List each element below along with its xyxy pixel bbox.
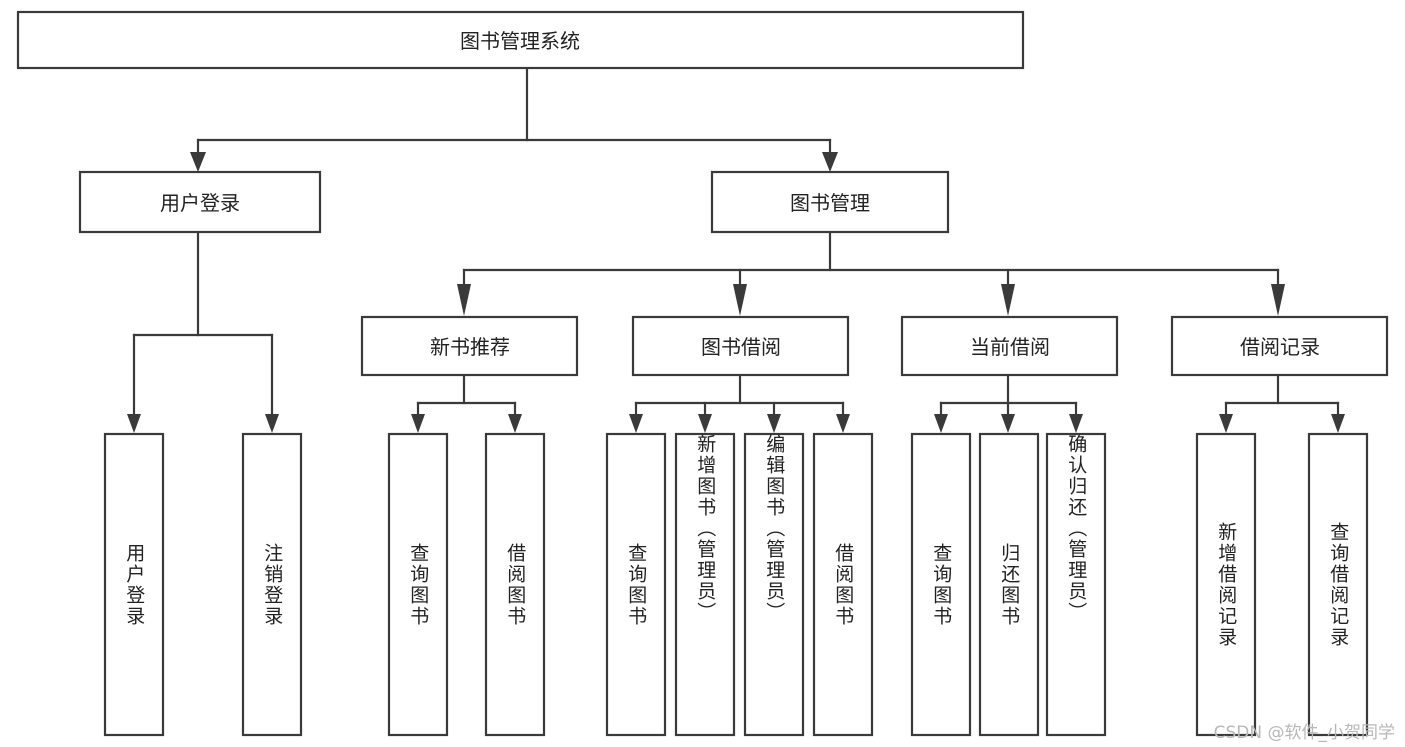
leaf-currentborrow-return-book[interactable]: 归还图书 — [980, 434, 1038, 735]
arrowhead-currentborrow-leaf-2 — [1001, 414, 1015, 433]
leaf-box-user-login[interactable] — [103, 432, 165, 737]
arrowhead-book-mgmt — [822, 152, 838, 172]
leaf-borrowrecord-add-record[interactable]: 新增借阅记录 — [1197, 434, 1255, 735]
leaf-box-currentborrow-return[interactable] — [978, 432, 1040, 737]
leaf-box-currentborrow-query[interactable] — [910, 432, 972, 737]
leaf-newbook-query-book-label: 查询图书 — [407, 542, 430, 627]
leaf-currentborrow-return-book-label: 归还图书 — [998, 542, 1021, 627]
arrowhead-borrowrecord-leaf-1 — [1219, 414, 1233, 433]
node-new-book-recommend-box[interactable] — [360, 315, 579, 377]
boxes-group: 图书管理系统 用户登录 图书管理 新书推荐 图书借阅 当前借阅 借阅记录 — [16, 10, 1389, 737]
node-book-borrow-label: 图书借阅 — [701, 335, 781, 359]
leaf-logout-label: 注销登录 — [261, 542, 284, 627]
node-current-borrow-box[interactable] — [900, 315, 1119, 377]
leaf-box-bookborrow-edit[interactable] — [743, 432, 805, 737]
arrowhead-current-borrow — [1001, 284, 1015, 316]
leaf-bookborrow-lend-book[interactable]: 借阅图书 — [814, 434, 872, 735]
leaf-bookborrow-query-book[interactable]: 查询图书 — [607, 434, 665, 735]
leaf-newbook-query-book[interactable]: 查询图书 — [389, 434, 447, 735]
leaf-box-borrowrecord-query[interactable] — [1307, 432, 1369, 737]
arrowhead-bookborrow-leaf-1 — [629, 414, 643, 433]
leaf-bookborrow-add-book-label: 新增图书（管理员） — [694, 434, 717, 623]
node-borrow-record-label: 借阅记录 — [1240, 335, 1320, 359]
arrowhead-leaf-user-login — [127, 414, 141, 433]
arrowhead-currentborrow-leaf-3 — [1069, 414, 1083, 433]
leaf-bookborrow-edit-book[interactable]: 编辑图书（管理员） — [745, 434, 803, 735]
leaf-newbook-borrow-book[interactable]: 借阅图书 — [486, 434, 544, 735]
leaf-box-newbook-borrow[interactable] — [484, 432, 546, 737]
node-book-management-box[interactable] — [710, 170, 950, 234]
leaf-box-logout[interactable] — [241, 432, 303, 737]
leaf-borrowrecord-query-record[interactable]: 查询借阅记录 — [1309, 434, 1367, 735]
leaf-box-bookborrow-query[interactable] — [605, 432, 667, 737]
leaf-box-bookborrow-add[interactable] — [674, 432, 736, 737]
node-current-borrow-label: 当前借阅 — [970, 335, 1050, 359]
leaf-bookborrow-lend-book-label: 借阅图书 — [832, 542, 855, 627]
leaf-box-bookborrow-lend[interactable] — [812, 432, 874, 737]
leaf-currentborrow-confirm-return[interactable]: 确认归还（管理员） — [1047, 434, 1105, 735]
leaf-bookborrow-add-book[interactable]: 新增图书（管理员） — [676, 434, 734, 735]
leaf-currentborrow-query-book-label: 查询图书 — [930, 542, 953, 627]
leaf-currentborrow-query-book[interactable]: 查询图书 — [912, 434, 970, 735]
node-new-book-recommend-label: 新书推荐 — [430, 335, 510, 359]
arrowhead-borrow-record — [1271, 284, 1285, 316]
node-root-box[interactable] — [16, 10, 1025, 70]
arrowhead-bookborrow-leaf-4 — [836, 414, 850, 433]
arrowhead-new-book-recommend — [457, 284, 471, 316]
leaf-bookborrow-edit-book-label: 编辑图书（管理员） — [763, 434, 786, 623]
connectors-group — [127, 66, 1345, 433]
node-book-management-label: 图书管理 — [790, 191, 870, 215]
leaf-logout[interactable]: 注销登录 — [243, 434, 301, 735]
leaf-bookborrow-query-book-label: 查询图书 — [625, 542, 648, 627]
leaf-borrowrecord-add-record-label: 新增借阅记录 — [1215, 521, 1238, 648]
arrowhead-newbook-leaf-2 — [508, 414, 522, 433]
arrowhead-bookborrow-leaf-2 — [698, 414, 712, 433]
node-user-login-label: 用户登录 — [160, 191, 240, 215]
leaf-box-borrowrecord-add[interactable] — [1195, 432, 1257, 737]
leaf-user-login[interactable]: 用户登录 — [105, 434, 163, 735]
leaf-user-login-label: 用户登录 — [123, 542, 146, 627]
node-borrow-record-box[interactable] — [1170, 315, 1389, 377]
arrowhead-borrowrecord-leaf-2 — [1331, 414, 1345, 433]
node-user-login-box[interactable] — [78, 170, 322, 234]
arrowhead-book-borrow — [733, 284, 747, 316]
arrowhead-leaf-logout — [265, 414, 279, 433]
leaf-box-newbook-query[interactable] — [387, 432, 449, 737]
leaf-currentborrow-confirm-return-label: 确认归还（管理员） — [1065, 434, 1088, 623]
leaf-borrowrecord-query-record-label: 查询借阅记录 — [1327, 521, 1350, 648]
arrowhead-newbook-leaf-1 — [411, 414, 425, 433]
node-book-borrow-box[interactable] — [631, 315, 850, 377]
leaf-box-currentborrow-confirm[interactable] — [1045, 432, 1107, 737]
node-root-label: 图书管理系统 — [460, 29, 580, 53]
arrowhead-user-login — [190, 152, 206, 172]
arrowhead-currentborrow-leaf-1 — [934, 414, 948, 433]
arrowhead-bookborrow-leaf-3 — [767, 414, 781, 433]
leaf-newbook-borrow-book-label: 借阅图书 — [504, 542, 527, 627]
